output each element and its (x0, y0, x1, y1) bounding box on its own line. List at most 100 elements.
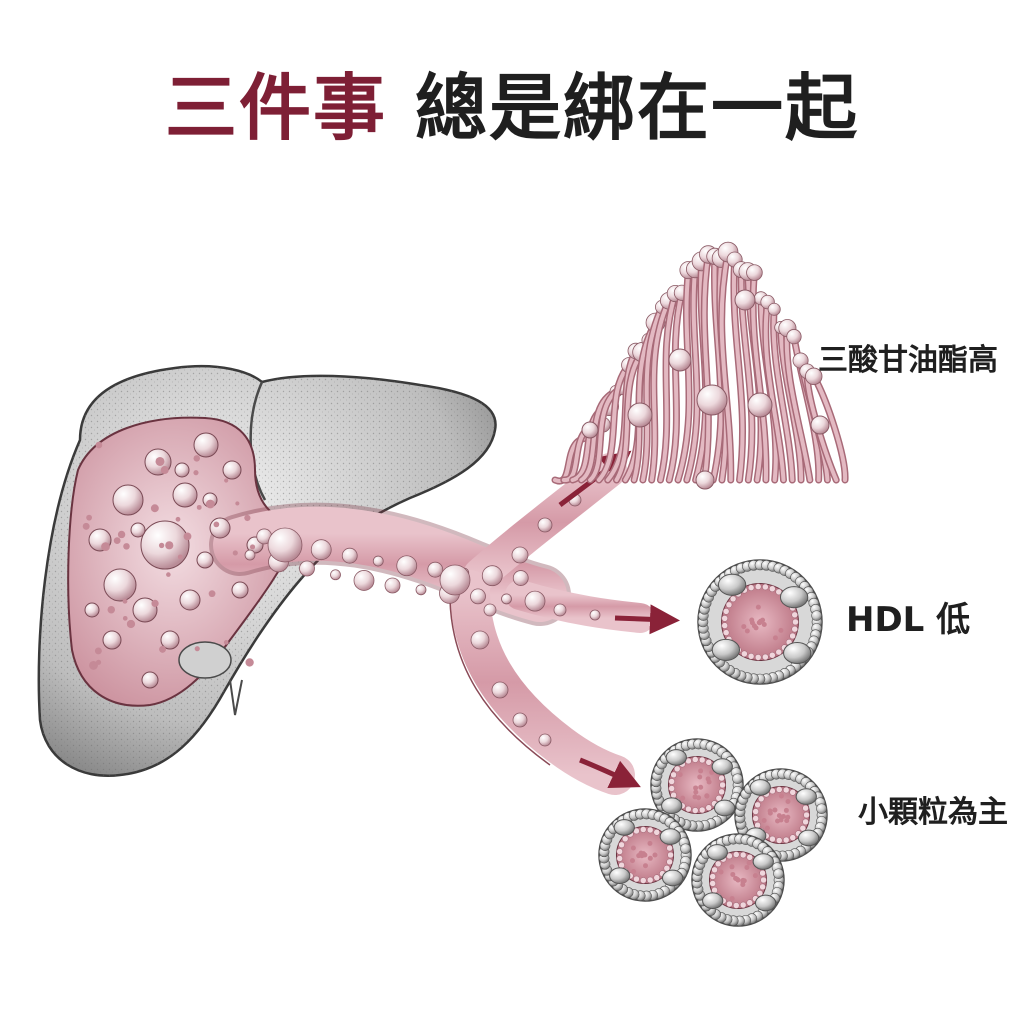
core-dot (778, 817, 784, 823)
tissue-dot (249, 544, 256, 550)
lipoprotein-bead (524, 590, 546, 612)
core-bead (762, 583, 769, 591)
lipoprotein-bead (439, 564, 471, 596)
core-dot (776, 813, 782, 819)
core-bead (685, 805, 692, 813)
core-bead (754, 654, 762, 661)
tissue-dot (213, 521, 220, 528)
core-dot (730, 871, 736, 877)
core-bead (666, 844, 673, 852)
apoprotein (779, 586, 809, 609)
tissue-dot (194, 646, 200, 652)
core-dot (780, 814, 786, 820)
core-dot (647, 840, 653, 846)
core-bead (711, 866, 718, 874)
tissue-dot (95, 659, 102, 665)
shell-bead (811, 610, 822, 621)
fat-globule (84, 602, 100, 618)
core-bead (711, 886, 718, 894)
apoprotein (661, 797, 683, 815)
lipoprotein-bead (470, 588, 486, 605)
core-bead (719, 781, 726, 789)
core-dot (778, 793, 784, 799)
tissue-dot (224, 478, 229, 483)
core-bead (789, 834, 796, 841)
fat-globule (193, 432, 219, 458)
tissue-dot (95, 441, 103, 449)
shell-bead (680, 843, 691, 855)
apoprotein (661, 869, 684, 887)
core-bead (673, 765, 681, 773)
core-bead (791, 611, 798, 619)
core-dot (783, 807, 789, 813)
apoprotein (702, 892, 724, 910)
core-dot (631, 868, 637, 874)
lipoprotein-bead (553, 603, 567, 617)
core-dot (729, 896, 735, 902)
small-ldl-particle (691, 833, 785, 927)
fat-globule (196, 551, 214, 569)
strand (640, 305, 665, 482)
fat-globule (222, 460, 242, 480)
core-bead (782, 836, 790, 844)
tissue-dot (175, 516, 181, 522)
apoprotein (706, 844, 728, 861)
lipoprotein-bead (396, 555, 418, 577)
fat-globule (209, 517, 231, 539)
core-bead (802, 818, 809, 826)
tissue-dot (177, 554, 183, 560)
core-dot (764, 825, 770, 831)
apoprotein (711, 638, 741, 661)
core-dot (697, 774, 703, 780)
tissue-dot (86, 514, 92, 521)
core-bead (752, 815, 759, 822)
core-dot (753, 625, 759, 631)
core-bead (769, 835, 776, 843)
core-bead (718, 788, 725, 796)
tissue-dot (107, 605, 115, 614)
hdl-particle (697, 559, 823, 685)
core-dot (740, 879, 746, 885)
core-bead (692, 807, 699, 814)
core-bead (782, 786, 790, 794)
strand-tip (746, 264, 763, 281)
strand (684, 267, 700, 482)
lipoprotein-bead (483, 603, 497, 617)
shell-bead (732, 773, 743, 785)
core-bead (718, 774, 725, 782)
core-dot (709, 769, 715, 775)
shell-bead (816, 803, 827, 815)
strand (702, 252, 711, 482)
tissue-dot (159, 645, 167, 653)
tissue-dot (94, 647, 102, 655)
fat-globule (231, 581, 249, 599)
core-dot (772, 635, 778, 641)
lipoprotein-bead (491, 681, 509, 699)
core-bead (802, 804, 809, 812)
strand-bead (747, 392, 773, 418)
core-dot (778, 627, 784, 633)
core-dot (772, 807, 778, 813)
tissue-dot (193, 455, 201, 462)
core-bead (739, 851, 747, 859)
core-bead (776, 786, 783, 793)
core-bead (714, 860, 722, 868)
fat-globule (140, 520, 190, 570)
lipoprotein-bead (415, 584, 427, 596)
tissue-dot (158, 542, 165, 549)
core-dot (785, 798, 791, 804)
apoprotein (783, 641, 812, 665)
tissue-dot (82, 522, 90, 530)
lipoprotein-bead (512, 570, 529, 586)
tissue-dot (165, 541, 174, 550)
core-bead (705, 804, 712, 811)
lipoprotein-bead (267, 527, 303, 563)
core-bead (616, 848, 623, 855)
core-dot (755, 604, 761, 610)
core-bead (705, 759, 712, 766)
core-bead (698, 756, 706, 764)
lipoprotein-bead (310, 539, 332, 561)
lipoprotein-bead (372, 555, 384, 567)
apoprotein (797, 829, 820, 847)
